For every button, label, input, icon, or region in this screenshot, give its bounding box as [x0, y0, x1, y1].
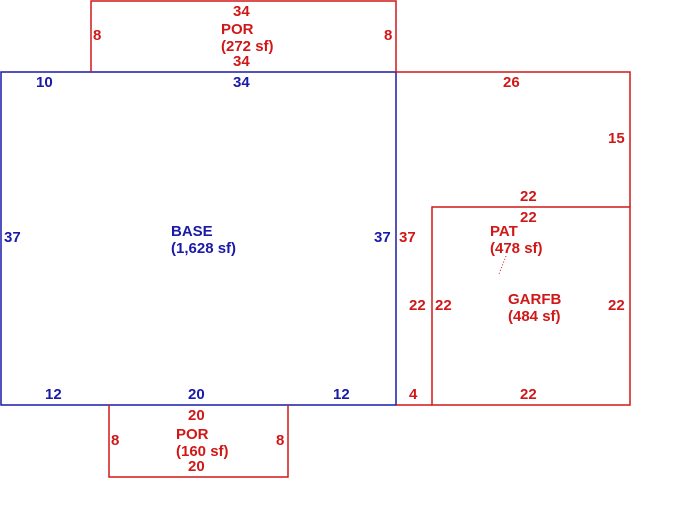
- base-dim-bottom-mid: 20: [188, 386, 205, 403]
- pat-name-label: PAT: [490, 223, 518, 240]
- garfb-dim-left-inner: 22: [435, 297, 452, 314]
- garfb-dim-right: 22: [608, 297, 625, 314]
- pat-dim-left: 37: [399, 229, 416, 246]
- base-dim-right: 37: [374, 229, 391, 246]
- garfb-outline: [431, 206, 631, 406]
- base-name-label: BASE: [171, 223, 213, 240]
- pat-leader-line: [498, 255, 507, 275]
- por-top-dim-right: 8: [384, 27, 392, 44]
- base-dim-bottom-left: 12: [45, 386, 62, 403]
- pat-dim-top: 26: [503, 74, 520, 91]
- por-bottom-area-label: (160 sf): [176, 443, 229, 460]
- garfb-dim-left-outer: 22: [409, 297, 426, 314]
- por-top-dim-top: 34: [233, 3, 250, 20]
- garfb-dim-bottom: 22: [520, 386, 537, 403]
- por-top-dim-left: 8: [93, 27, 101, 44]
- pat-area-label: (478 sf): [490, 240, 543, 257]
- por-top-name-label: POR: [221, 21, 254, 38]
- base-dim-bottom-right: 12: [333, 386, 350, 403]
- pat-dim-right: 15: [608, 130, 625, 147]
- base-outline: [0, 71, 397, 406]
- por-bottom-dim-right: 8: [276, 432, 284, 449]
- base-dim-top: 34: [233, 74, 250, 91]
- por-top-dim-bottom: 34: [233, 53, 250, 70]
- por-bottom-outline: [108, 405, 289, 478]
- base-area-label: (1,628 sf): [171, 240, 236, 257]
- pat-dim-inner-top: 22: [520, 188, 537, 205]
- base-dim-left: 37: [4, 229, 21, 246]
- pat-outline: [396, 71, 631, 207]
- pat-dim-bottom-left: 4: [409, 386, 418, 403]
- por-top-area-label: (272 sf): [221, 38, 274, 55]
- garfb-name-label: GARFB: [508, 291, 561, 308]
- por-bottom-dim-bottom: 20: [188, 458, 205, 475]
- por-bottom-dim-left: 8: [111, 432, 119, 449]
- garfb-dim-top: 22: [520, 209, 537, 226]
- garfb-area-label: (484 sf): [508, 308, 561, 325]
- por-bottom-name-label: POR: [176, 426, 209, 443]
- por-top-outline: [90, 0, 397, 72]
- base-dim-top-left: 10: [36, 74, 53, 91]
- por-bottom-dim-top: 20: [188, 407, 205, 424]
